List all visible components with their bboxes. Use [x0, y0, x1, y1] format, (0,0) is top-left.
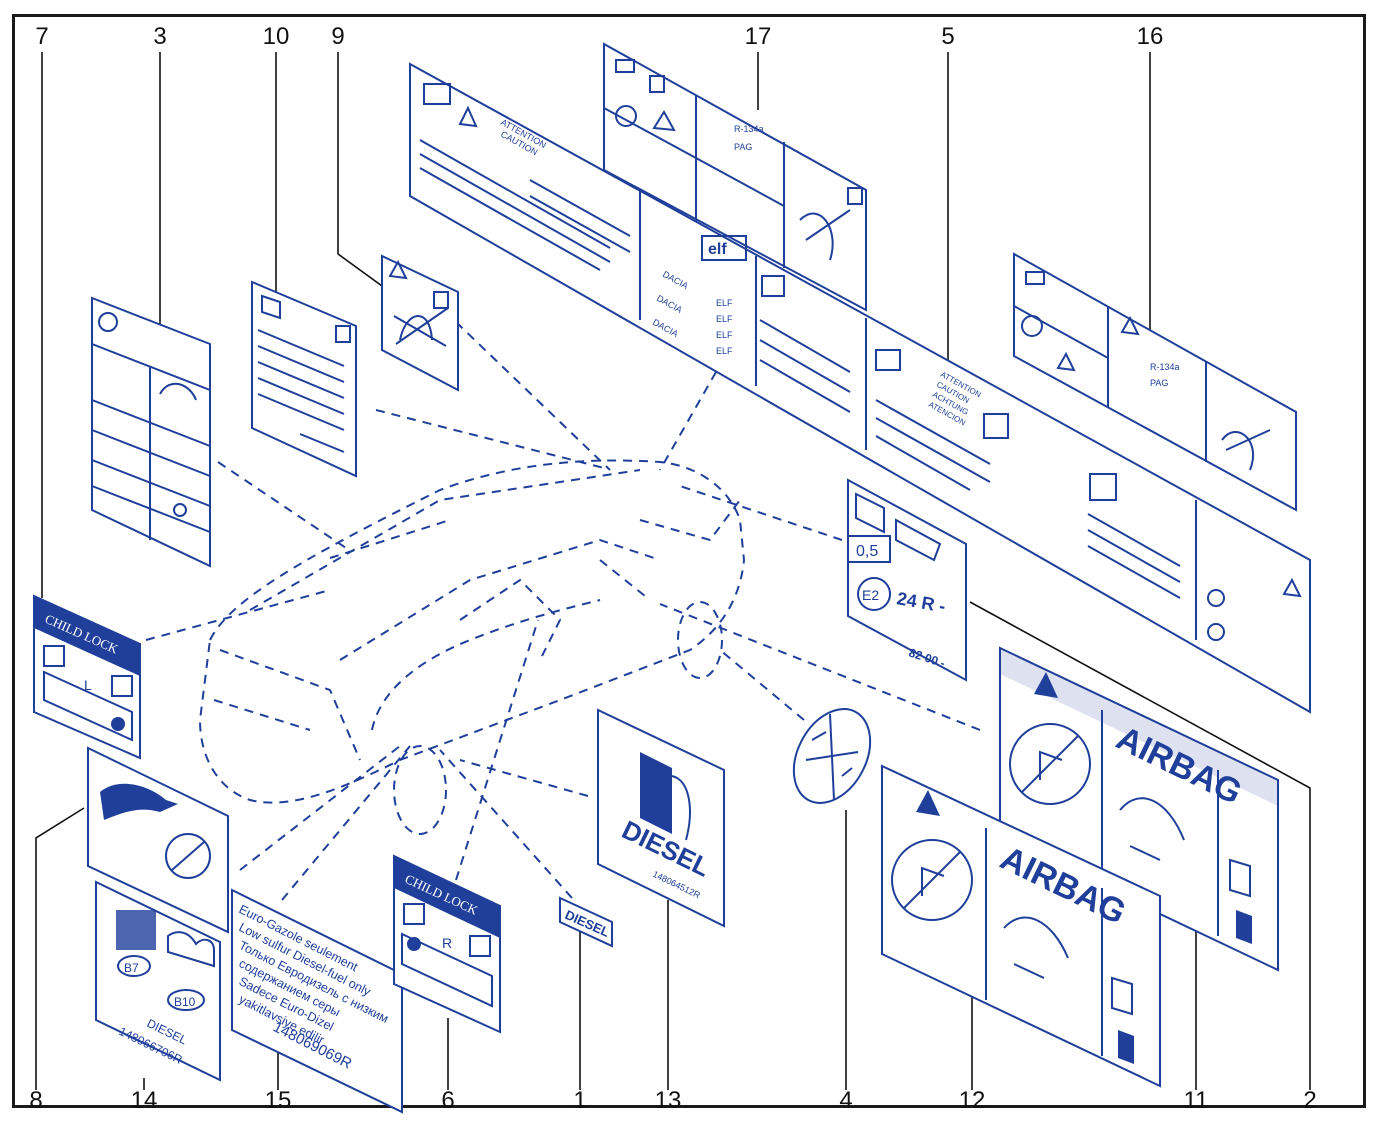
label-8	[87, 746, 229, 934]
ac-code-label-16: R-134a	[1150, 362, 1180, 372]
label-4	[792, 708, 872, 804]
vehicle-outline	[198, 459, 746, 835]
callout-17: 17	[745, 23, 772, 50]
fluid-oil-4: ELF	[716, 346, 733, 356]
callout-14: 14	[131, 1087, 158, 1114]
callout-6: 6	[441, 1087, 454, 1114]
fuel-code-b10: B10	[174, 995, 196, 1009]
callout-2: 2	[1303, 1087, 1316, 1114]
child-lock-letter-l: L	[84, 677, 92, 693]
callout-3: 3	[153, 23, 166, 50]
fluid-oil-3: ELF	[716, 330, 733, 340]
ac-code-label: R-134a	[734, 124, 764, 134]
emission-value: 0,5	[856, 543, 878, 560]
label-12: AIRBAG	[881, 764, 1161, 1088]
label-6: CHILD LOCK R	[393, 854, 501, 1034]
callout-4: 4	[839, 1087, 852, 1114]
label-15: Euro-Gazole seulement Low sulfur Diesel-…	[231, 888, 403, 1114]
label-2: 0,5 E2 24 R - 82 00 -	[847, 478, 967, 682]
callout-7: 7	[35, 23, 48, 50]
leader-lines	[35, 52, 1311, 1090]
callout-5: 5	[941, 23, 954, 50]
callout-9: 9	[331, 23, 344, 50]
callout-10: 10	[263, 23, 290, 50]
emission-code: E2	[862, 587, 879, 603]
label-16: R-134a PAG	[1013, 252, 1297, 512]
label-9	[381, 254, 459, 392]
callout-1: 1	[573, 1087, 586, 1114]
diagram-frame	[12, 14, 1366, 1108]
ac-oil-label-16: PAG	[1150, 378, 1168, 388]
label-3	[91, 296, 211, 568]
location-arrows	[145, 321, 981, 901]
label-11: AIRBAG	[999, 646, 1279, 972]
callout-12: 12	[959, 1087, 986, 1114]
callout-11: 11	[1184, 1087, 1209, 1114]
label-10	[251, 280, 357, 478]
child-lock-letter-r: R	[442, 935, 452, 951]
fuel-code-b7: B7	[124, 961, 139, 975]
callout-13: 13	[655, 1087, 682, 1114]
ac-oil-label: PAG	[734, 142, 752, 152]
label-7: CHILD LOCK L	[33, 594, 141, 760]
callout-numbers: 7 3 10 9 17 5 16 8 14 15 6 1 13 4 12 11 …	[29, 23, 1316, 1114]
fluid-oil-2: ELF	[716, 314, 733, 324]
label-1: DIESEL	[559, 896, 613, 948]
elf-logo: elf	[708, 241, 727, 258]
label-5: ATTENTION CAUTION elf DACIA DACIA DACIA …	[409, 62, 1311, 714]
callout-15: 15	[265, 1087, 292, 1114]
label-13: DIESEL 148064512R	[597, 708, 725, 928]
callout-8: 8	[29, 1087, 42, 1114]
callout-16: 16	[1137, 23, 1164, 50]
fluid-oil-1: ELF	[716, 298, 733, 308]
label-17: R-134a PAG	[603, 42, 867, 312]
